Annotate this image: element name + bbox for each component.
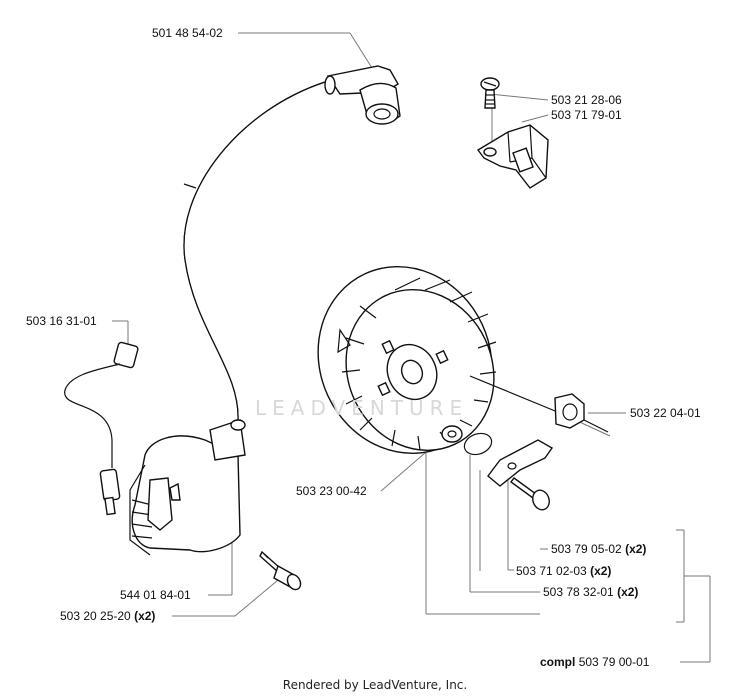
spring-number: 503 78 32-01 [543,585,614,599]
connector [64,341,139,516]
pawl [487,439,554,487]
spark-plug-cap [324,65,401,125]
compl-prefix: compl [540,655,576,669]
callout-complete-assembly: compl 503 79 00-01 [540,655,649,669]
coil-screw-number: 503 20 25-20 [60,609,131,623]
bracket [476,124,549,189]
callout-screw-top: 503 21 28-06 [551,93,622,107]
spring [463,432,493,456]
pawl-qty: (x2) [590,564,612,578]
spring-qty: (x2) [617,585,639,599]
rivet [510,477,550,511]
pawl-number: 503 71 02-03 [516,564,587,578]
coil-screw [259,550,302,591]
watermark: LEADVENTURE [255,396,469,420]
flywheel [317,266,497,454]
leader-lines [112,32,711,663]
flywheel-nut [469,375,609,433]
callout-coil: 544 01 84-01 [120,588,191,602]
coil-screw-qty: (x2) [134,609,156,623]
callout-pawl: 503 71 02-03 (x2) [516,564,611,578]
callout-connector: 503 16 31-01 [26,314,97,328]
callout-nut: 503 22 04-01 [630,406,701,420]
callout-bracket: 503 71 79-01 [551,108,622,122]
footer-credit: Rendered by LeadVenture, Inc. [282,678,468,692]
rivet-number: 503 79 05-02 [551,542,622,556]
callout-washer: 503 23 00-42 [296,484,367,498]
ignition-lead [183,81,326,421]
callout-spark-plug-cap: 501 48 54-02 [152,26,223,40]
washer [441,425,463,443]
rivet-qty: (x2) [625,542,647,556]
compl-number: 503 79 00-01 [578,655,650,669]
screw-top [480,77,500,109]
callout-coil-screw: 503 20 25-20 (x2) [60,609,155,623]
callout-rivet: 503 79 05-02 (x2) [551,542,646,556]
ignition-coil [129,419,246,556]
callout-spring: 503 78 32-01 (x2) [543,585,638,599]
